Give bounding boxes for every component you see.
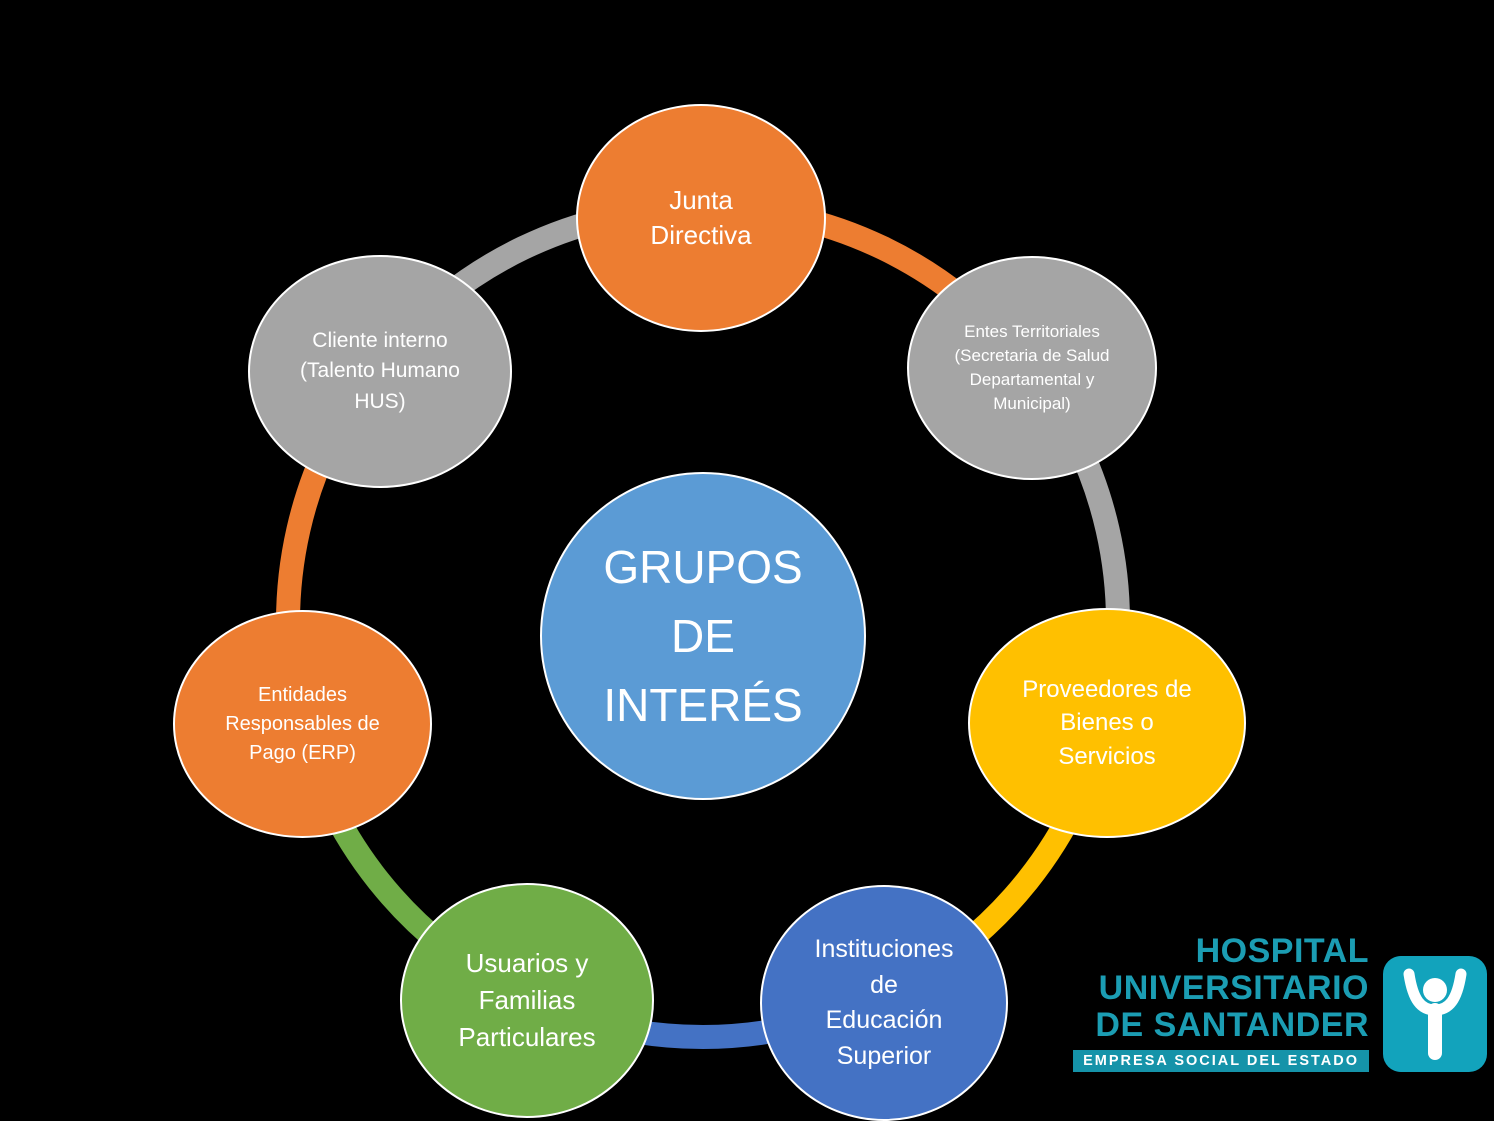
- node-entidades-label: Entidades Responsables de Pago (ERP): [225, 683, 380, 764]
- logo-tagline-bar: EMPRESA SOCIAL DEL ESTADO: [1073, 1050, 1369, 1072]
- node-proveedores-label: Proveedores de Bienes o Servicios: [1022, 675, 1192, 770]
- node-entes-territoriales-label: Entes Territoriales (Secretaria de Salud…: [954, 322, 1110, 413]
- hus-person-icon: [1383, 956, 1487, 1072]
- logo-tagline: EMPRESA SOCIAL DEL ESTADO: [1083, 1053, 1359, 1069]
- node-usuarios-label: Usuarios y Familias Particulares: [458, 948, 596, 1052]
- logo-line-universitario: UNIVERSITARIO: [1098, 968, 1369, 1007]
- node-junta-directiva-label: Junta Directiva: [650, 184, 752, 250]
- logo-line-hospital: HOSPITAL: [1195, 931, 1369, 970]
- node-cliente-interno-label: Cliente interno (Talento Humano HUS): [300, 328, 460, 413]
- center-node-label: GRUPOS DE INTERÉS: [603, 540, 803, 731]
- node-proveedores-bienes-servicios: Proveedores de Bienes o Servicios: [968, 608, 1246, 838]
- node-entidades-responsables-pago: Entidades Responsables de Pago (ERP): [173, 610, 432, 838]
- node-cliente-interno: Cliente interno (Talento Humano HUS): [248, 255, 512, 488]
- node-instituciones-label: Instituciones de Educación Superior: [814, 935, 954, 1070]
- node-entes-territoriales: Entes Territoriales (Secretaria de Salud…: [907, 256, 1157, 480]
- hus-logo: HOSPITAL UNIVERSITARIO DE SANTANDER EMPR…: [1073, 931, 1487, 1072]
- node-usuarios-familias-particulares: Usuarios y Familias Particulares: [400, 883, 654, 1118]
- node-instituciones-educacion-superior: Instituciones de Educación Superior: [760, 885, 1008, 1121]
- logo-line-de-santander: DE SANTANDER: [1095, 1005, 1369, 1044]
- node-junta-directiva: Junta Directiva: [576, 104, 826, 332]
- hus-logo-text: HOSPITAL UNIVERSITARIO DE SANTANDER EMPR…: [1073, 931, 1369, 1072]
- center-node: GRUPOS DE INTERÉS: [540, 472, 866, 800]
